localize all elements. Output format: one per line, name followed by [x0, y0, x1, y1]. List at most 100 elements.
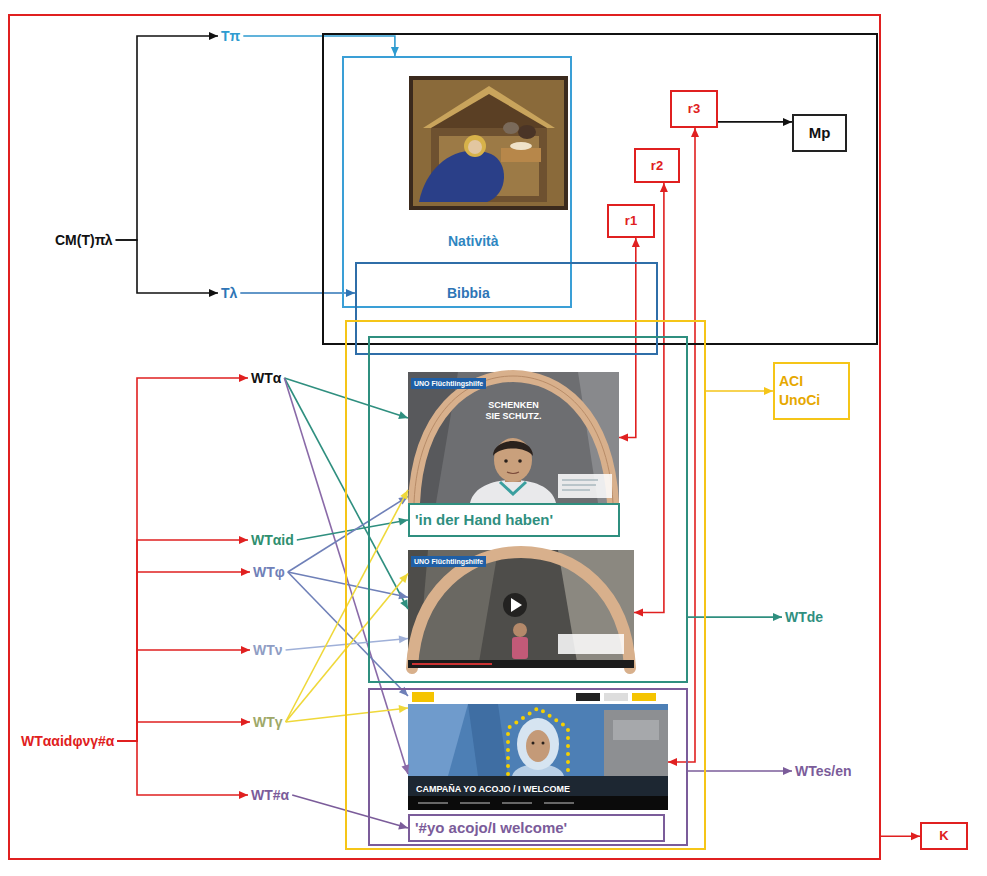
illustration-part: [408, 660, 634, 668]
arrow-head: [346, 289, 355, 297]
connector-arrow: [117, 568, 250, 741]
connector-line: [292, 795, 408, 828]
illustration-part: [558, 634, 624, 654]
tag-label: Tλ: [218, 284, 240, 302]
arrow-head: [239, 374, 248, 382]
connector-arrow: [881, 832, 920, 840]
arrow-head: [239, 791, 248, 799]
node-text: Tπ: [221, 27, 240, 45]
tag-label: WTφ: [250, 563, 288, 581]
arrow-head: [764, 387, 773, 395]
node-text: r1: [625, 213, 637, 229]
connector-line: [117, 650, 250, 741]
node-text: WTφ: [253, 563, 285, 581]
node-text: Tλ: [221, 284, 237, 302]
text-frame: Bibbia: [355, 262, 658, 355]
arrow-head: [783, 767, 792, 775]
connector-line: [688, 770, 792, 772]
arrow-head: [660, 183, 668, 192]
illustration-part: [542, 742, 545, 745]
arrow-head: [773, 613, 782, 621]
node-text: WTν: [253, 641, 283, 659]
relation-box: r2: [634, 148, 680, 183]
connector-arrow: [116, 32, 218, 240]
arrow-head: [402, 764, 410, 774]
node-text: 'in der Hand haben': [415, 511, 553, 529]
connector-arrow: [292, 795, 408, 829]
connector-arrow: [706, 387, 773, 395]
illustration-part: [604, 710, 668, 776]
connector-arrow: [718, 118, 792, 126]
arrow-head: [632, 238, 640, 247]
connector-arrow: [288, 572, 408, 696]
tag-label: WTαid: [248, 531, 297, 549]
illustration-part: [413, 80, 564, 206]
connector-line: [288, 572, 408, 597]
illustration-part: [470, 480, 556, 503]
arrow-head: [691, 128, 699, 137]
connector-arrow: [117, 741, 248, 799]
node-text: WT#α: [251, 786, 289, 804]
illustration-part: [414, 376, 613, 503]
arrow-head: [209, 32, 218, 40]
node-text: UNO Flüchtlingshilfe: [411, 556, 486, 567]
campaign-video: [408, 550, 634, 668]
image-frame: Natività: [342, 56, 572, 308]
outer-frame: Nativitàr1r2r3MpBibbiaCM(T)πλTπTλUNO Flü…: [8, 14, 881, 860]
illustration-part: [412, 663, 492, 665]
node-text: K: [939, 828, 948, 844]
connector-line: [116, 36, 218, 240]
photo-node: UNO FlüchtlingshilfeSCHENKEN SIE SCHUTZ.: [408, 372, 619, 503]
illustration-part: [518, 125, 536, 139]
illustration-part: [512, 637, 528, 659]
illustration-part: [408, 690, 668, 704]
connector-line: [288, 572, 408, 696]
connector-line: [117, 741, 248, 795]
illustration-part: [408, 372, 619, 503]
illustration-part: [408, 690, 668, 810]
phrase-box: '#yo acojo/I welcome': [408, 814, 665, 842]
illustration-part: [500, 482, 526, 494]
german-frame: UNO FlüchtlingshilfeSCHENKEN SIE SCHUTZ.…: [368, 336, 688, 683]
node-text: WTαid: [251, 531, 294, 549]
tag-label: CM(T)πλ: [52, 231, 116, 249]
illustration-part: [493, 441, 533, 456]
node-text: CAMPAÑA YO ACOJO / I WELCOME: [416, 784, 668, 795]
node-text: WTde: [785, 608, 823, 626]
illustration-part: [562, 480, 598, 490]
illustration-part: [517, 718, 559, 770]
node-text: Mp: [809, 124, 831, 142]
illustration-part: [632, 693, 656, 701]
connector-arrow: [117, 646, 250, 741]
node-text: CM(T)πλ: [55, 231, 113, 249]
node-text: WTes/en: [795, 762, 852, 780]
connector-arrow: [668, 128, 699, 766]
arrow-head: [398, 591, 408, 599]
illustration-part: [503, 593, 527, 617]
connector-line: [288, 496, 408, 572]
connector-line: [117, 722, 250, 741]
tag-label: WT#α: [248, 786, 292, 804]
arrow-head: [619, 434, 628, 442]
source-frame: Nativitàr1r2r3Mp: [322, 33, 878, 345]
node-text: r2: [651, 158, 663, 174]
connector-line: [718, 121, 792, 123]
arrow-head: [668, 758, 677, 766]
context-box: K: [920, 822, 968, 850]
arrow-head: [399, 574, 408, 584]
arrow-head: [400, 490, 408, 500]
result-box: Mp: [792, 114, 847, 152]
tag-label: WTααidφνγ#α: [18, 732, 117, 750]
node-text: Bibbia: [447, 284, 490, 302]
illustration-part: [508, 708, 568, 774]
arrow-head: [398, 518, 408, 526]
illustration-part: [468, 140, 482, 154]
connector-line: [243, 36, 395, 56]
illustration-part: [419, 151, 504, 202]
node-text: WTααidφνγ#α: [21, 732, 114, 750]
connector-arrow: [116, 240, 218, 297]
illustration-part: [507, 472, 519, 474]
connector-arrow: [688, 613, 782, 621]
illustration-part: [412, 552, 630, 668]
illustration-part: [510, 142, 532, 150]
